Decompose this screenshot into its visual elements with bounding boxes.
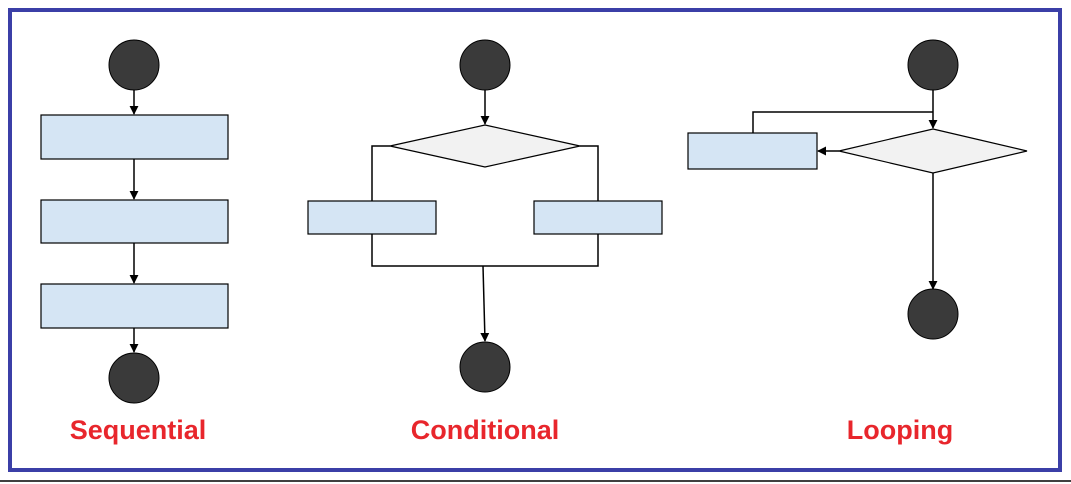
looping-label: Looping (846, 415, 954, 445)
outer-frame (8, 8, 1062, 472)
sequential-step-1-box (40, 114, 229, 160)
sequential-flowchart (40, 39, 229, 404)
conditional-left-branch-box (307, 200, 437, 235)
conditional-merge-line (371, 234, 599, 267)
conditional-right-branch-line (580, 145, 599, 201)
looping-back-edge-line (752, 111, 933, 133)
conditional-label: Conditional (410, 415, 560, 445)
looping-flowchart (687, 39, 1028, 340)
conditional-arrow-merge-to-end (480, 265, 490, 342)
conditional-end-terminal (459, 341, 511, 393)
conditional-flowchart (307, 39, 663, 393)
conditional-left-branch-line (371, 145, 390, 201)
sequential-end-terminal (108, 352, 160, 404)
looping-end-terminal (907, 288, 959, 340)
conditional-start-terminal (459, 39, 511, 91)
looping-body-box (687, 132, 818, 170)
sequential-label: Sequential (69, 415, 207, 445)
looping-start-terminal (907, 39, 959, 91)
sequential-start-terminal (108, 39, 160, 91)
conditional-right-branch-box (533, 200, 663, 235)
sequential-step-2-box (40, 199, 229, 244)
conditional-decision-diamond (389, 124, 581, 168)
sequential-step-3-box (40, 283, 229, 329)
looping-decision-diamond (838, 128, 1028, 174)
